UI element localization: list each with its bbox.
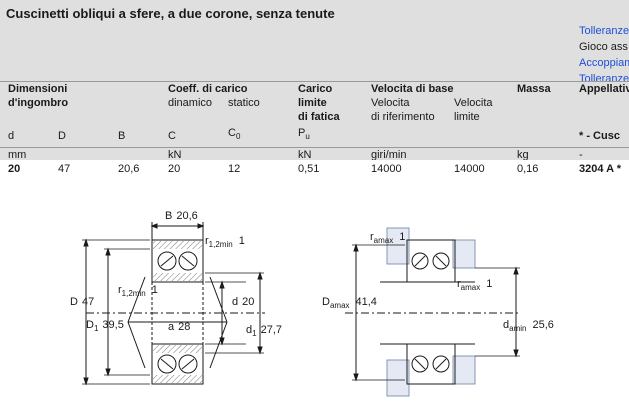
ball-icon: [432, 252, 450, 270]
value-C: 20: [168, 163, 181, 175]
symbol-B: B: [118, 130, 126, 142]
units-separator: [0, 147, 629, 148]
header-load-dynamic: dinamico: [168, 97, 213, 109]
header-speed-lim-2: limite: [454, 111, 480, 123]
link-tolerances-2[interactable]: Tolleranze: [579, 73, 629, 85]
ball-icon: [178, 251, 198, 271]
header-designation: Appellativ: [579, 83, 629, 95]
link-tolerances[interactable]: Tolleranze: [579, 25, 629, 37]
value-C0: 12: [228, 163, 241, 175]
symbol-d: d: [8, 130, 15, 142]
header-separator: [0, 81, 629, 82]
ball-icon: [432, 355, 450, 373]
page-title: Cuscinetti obliqui a sfere, a due corone…: [6, 6, 335, 21]
symbol-C: C: [168, 130, 176, 142]
header-dimensions-2: d'ingombro: [8, 97, 69, 109]
header-fatigue-2: limite: [298, 97, 327, 109]
value-D: 47: [58, 163, 71, 175]
ball-icon: [157, 354, 177, 374]
ball-icon: [178, 354, 198, 374]
value-speed-ref: 14000: [371, 163, 402, 175]
ball-icon: [411, 355, 429, 373]
table-row: [0, 160, 629, 176]
value-Pu: 0,51: [298, 163, 320, 175]
link-accessories[interactable]: Accoppiam: [579, 57, 629, 69]
header-mass: Massa: [517, 83, 551, 95]
header-speed-ref-2: di riferimento: [371, 111, 435, 123]
unit-speed: giri/min: [371, 149, 407, 161]
header-speed: Velocita di base: [371, 83, 454, 95]
header-fatigue-1: Carico: [298, 83, 333, 95]
mounting-drawing: [345, 227, 520, 397]
bearing-lower-section: [151, 343, 204, 385]
symbol-C0: C0: [228, 127, 241, 141]
value-d: 20: [8, 163, 21, 175]
bearing-upper-section: [151, 239, 204, 283]
unit-designation: -: [579, 149, 583, 161]
ball-icon: [157, 251, 177, 271]
header-fatigue-3: di fatica: [298, 111, 340, 123]
bearing-cross-section: [82, 222, 265, 386]
symbol-D: D: [58, 130, 66, 142]
unit-force: kN: [168, 149, 182, 161]
unit-force-fatigue: kN: [298, 149, 312, 161]
side-links: Tolleranze Gioco ass Accoppiam Tolleranz…: [579, 23, 629, 87]
symbol-Pu: Pu: [298, 127, 310, 141]
unit-length: mm: [8, 149, 27, 161]
ball-icon: [411, 252, 429, 270]
value-speed-lim: 14000: [454, 163, 485, 175]
header-speed-lim-1: Velocita: [454, 97, 493, 109]
value-mass: 0,16: [517, 163, 539, 175]
symbol-designation: * - Cusc: [579, 130, 620, 142]
header-speed-ref-1: Velocita: [371, 97, 410, 109]
clearance-text: Gioco ass: [579, 41, 628, 53]
header-load-rating: Coeff. di carico: [168, 83, 248, 95]
table-header-background: [0, 0, 629, 176]
header-dimensions-1: Dimensioni: [8, 83, 68, 95]
unit-mass: kg: [517, 149, 529, 161]
value-B: 20,6: [118, 163, 140, 175]
value-designation[interactable]: 3204 A *: [579, 163, 621, 175]
header-load-static: statico: [228, 97, 260, 109]
